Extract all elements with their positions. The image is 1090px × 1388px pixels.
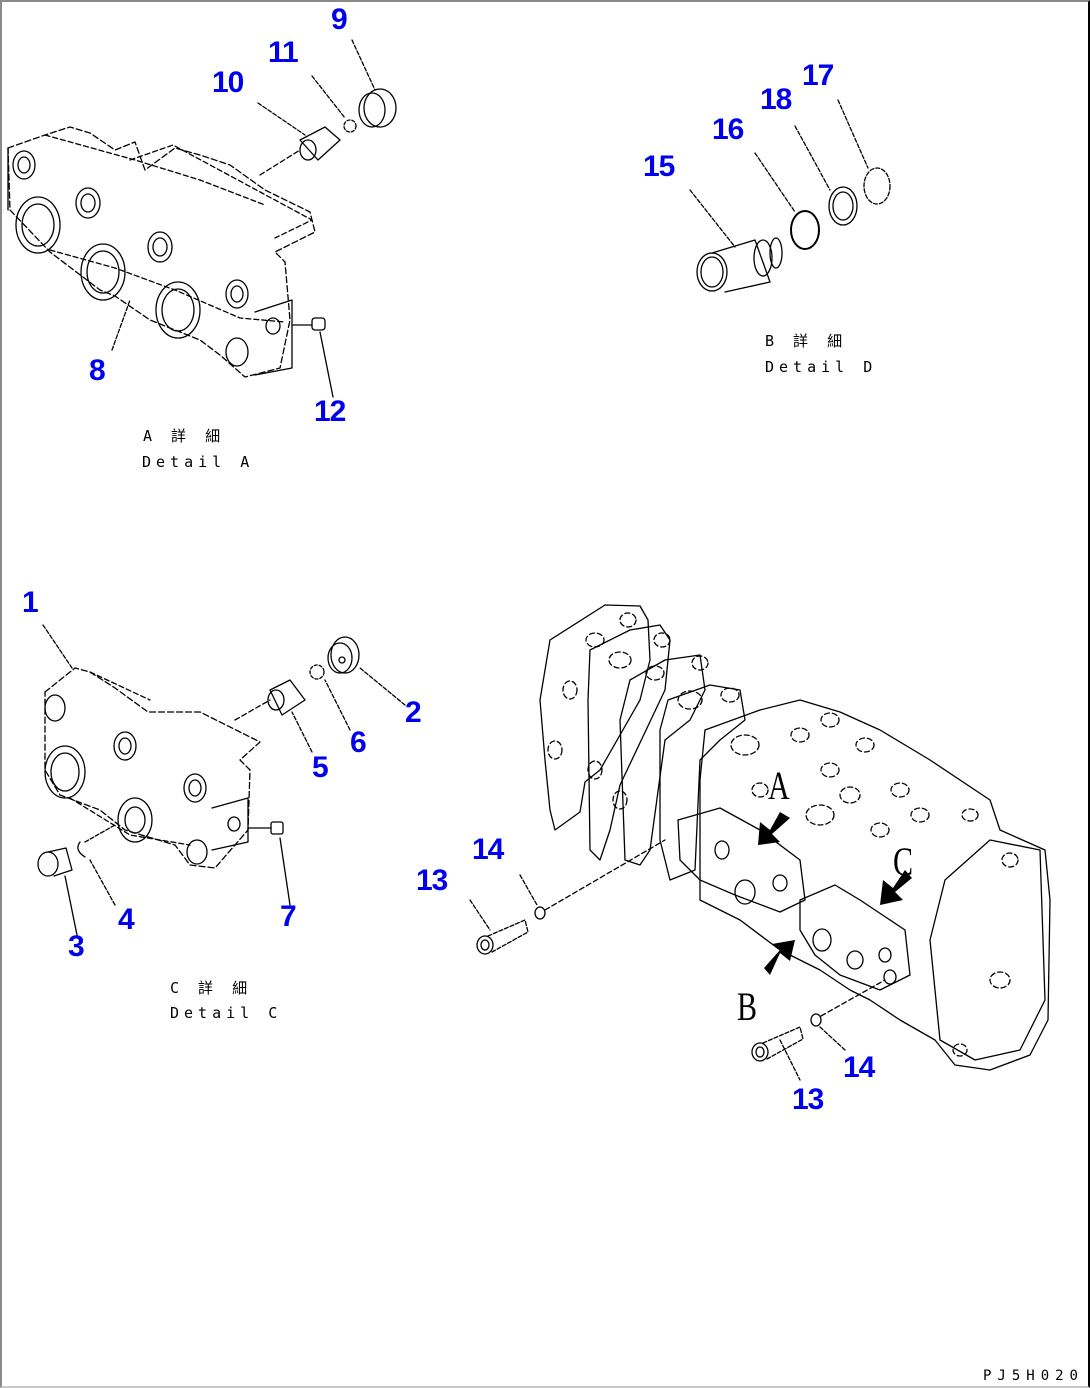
view-arrow-b — [764, 940, 795, 975]
callout-part-1[interactable]: 1 — [22, 586, 39, 619]
callout-part-13-upper[interactable]: 13 — [416, 864, 448, 897]
callout-part-8[interactable]: 8 — [89, 354, 106, 387]
callout-part-11[interactable]: 11 — [268, 36, 299, 69]
view-arrows — [758, 812, 912, 975]
view-label-b: B — [737, 984, 758, 1029]
detail-a-caption-jp: A 詳 細 — [143, 427, 226, 445]
detail-b-caption-jp: B 詳 細 — [765, 332, 848, 350]
detail-a-valve-block — [7, 39, 397, 398]
callout-part-14-lower[interactable]: 14 — [843, 1051, 875, 1084]
detail-c-caption-jp: C 詳 細 — [170, 979, 253, 997]
callout-part-2[interactable]: 2 — [405, 696, 422, 729]
detail-b-caption-en: Detail D — [765, 358, 878, 376]
callout-part-6[interactable]: 6 — [350, 726, 367, 759]
callout-part-9[interactable]: 9 — [331, 3, 348, 36]
callout-part-10[interactable]: 10 — [212, 66, 244, 99]
callout-part-14-upper[interactable]: 14 — [472, 833, 504, 866]
drawing-code: PJ5H020 — [982, 1368, 1084, 1384]
view-arrow-a — [758, 812, 790, 845]
callout-part-18[interactable]: 18 — [760, 83, 792, 116]
detail-a-caption-en: Detail A — [142, 453, 255, 471]
callout-part-15[interactable]: 15 — [643, 150, 675, 183]
callout-part-5[interactable]: 5 — [312, 751, 329, 784]
callout-part-7[interactable]: 7 — [280, 900, 297, 933]
view-label-c: C — [893, 839, 914, 884]
main-control-valve — [539, 604, 1051, 1071]
callout-part-17[interactable]: 17 — [802, 59, 834, 92]
callout-part-4[interactable]: 4 — [118, 903, 135, 936]
callout-part-3[interactable]: 3 — [68, 930, 85, 963]
callout-part-12[interactable]: 12 — [314, 395, 346, 428]
detail-c-caption-en: Detail C — [170, 1004, 283, 1022]
detail-b-plug-assembly — [689, 99, 891, 293]
callout-part-13-lower[interactable]: 13 — [792, 1083, 824, 1116]
detail-c-valve-block — [37, 624, 406, 936]
fasteners — [469, 839, 886, 1081]
callout-part-16[interactable]: 16 — [712, 113, 744, 146]
view-arrow-c — [880, 870, 912, 905]
view-label-a: A — [768, 763, 790, 808]
